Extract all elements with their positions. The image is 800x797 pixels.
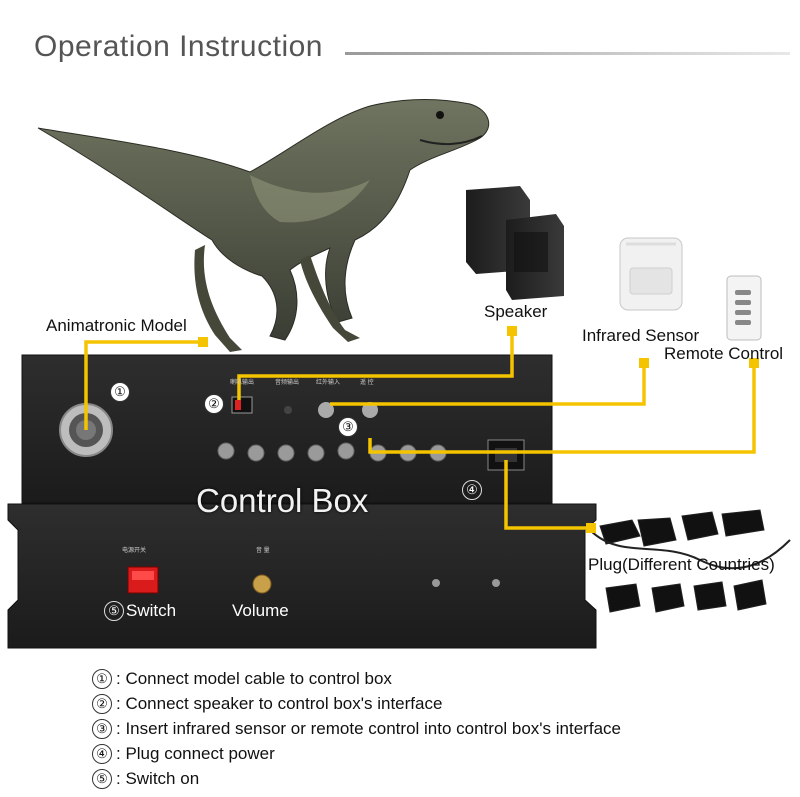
wire-endpoints <box>198 326 759 533</box>
svg-text:电源开关: 电源开关 <box>122 546 146 554</box>
step-item: ⑤ : Switch on <box>92 766 621 791</box>
marker-3: ③ <box>338 417 358 437</box>
speaker-illustration <box>466 186 564 300</box>
step-text: : Connect speaker to control box's inter… <box>116 693 443 713</box>
remote-control-illustration <box>726 275 762 341</box>
step-item: ③ : Insert infrared sensor or remote con… <box>92 716 621 741</box>
switch-label-group: ⑤ Switch <box>104 601 176 621</box>
control-box-back-panel <box>21 354 553 504</box>
step-number: ① <box>92 668 112 689</box>
volume-label: Volume <box>232 601 289 620</box>
step-text: : Switch on <box>116 768 200 788</box>
step-text: : Connect model cable to control box <box>116 668 392 688</box>
svg-text:音频输出: 音频输出 <box>275 378 299 386</box>
step-number: ③ <box>92 718 112 739</box>
control-box-label: Control Box <box>196 482 369 519</box>
svg-text:遥 控: 遥 控 <box>360 378 374 386</box>
title-divider <box>345 52 790 55</box>
svg-text:音 量: 音 量 <box>256 546 270 554</box>
remote-control-label: Remote Control <box>664 344 784 363</box>
power-plugs-illustration <box>589 509 791 613</box>
speaker-label: Speaker <box>484 302 548 321</box>
connection-wires <box>84 330 756 530</box>
animatronic-model-label: Animatronic Model <box>46 316 187 335</box>
svg-text:喇叭输出: 喇叭输出 <box>230 378 254 386</box>
step-text: : Insert infrared sensor or remote contr… <box>116 718 621 738</box>
marker-4: ④ <box>462 480 482 500</box>
step-text: : Plug connect power <box>116 743 275 763</box>
step-number: ⑤ <box>92 768 112 789</box>
marker-5: ⑤ <box>104 601 124 621</box>
switch-label: Switch <box>126 601 177 620</box>
marker-1: ① <box>110 382 130 402</box>
marker-2: ② <box>204 394 224 414</box>
step-item: ② : Connect speaker to control box's int… <box>92 691 621 716</box>
step-item: ① : Connect model cable to control box <box>92 666 621 691</box>
control-box-front-panel <box>7 503 597 649</box>
svg-text:红外输入: 红外输入 <box>316 378 340 386</box>
infrared-sensor-label: Infrared Sensor <box>582 326 700 345</box>
step-number: ④ <box>92 743 112 764</box>
step-item: ④ : Plug connect power <box>92 741 621 766</box>
step-number: ② <box>92 693 112 714</box>
animatronic-model-illustration <box>37 99 490 352</box>
infrared-sensor-illustration <box>619 237 683 311</box>
diagram-illustration: 喇叭输出 音频输出 红外输入 遥 控 电源开关 音 量 <box>7 99 791 649</box>
instruction-steps: ① : Connect model cable to control box ②… <box>92 666 621 791</box>
page-title: Operation Instruction <box>34 30 323 63</box>
plug-label: Plug(Different Countries) <box>588 555 775 574</box>
